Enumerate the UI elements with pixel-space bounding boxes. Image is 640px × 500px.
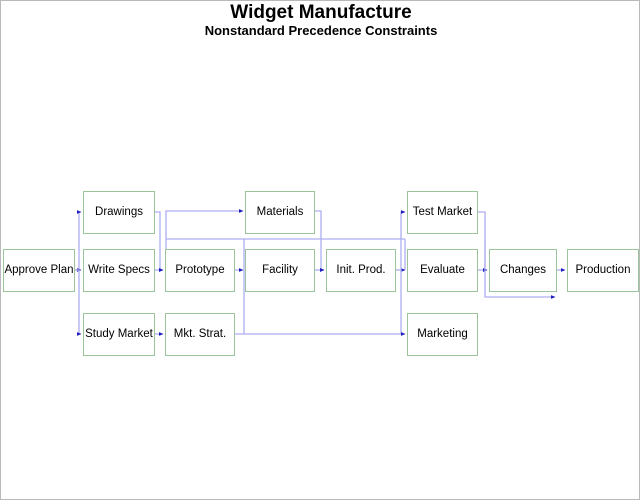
node-label: Approve Plan: [4, 264, 74, 277]
node-label: Drawings: [95, 206, 143, 219]
node-label: Mkt. Strat.: [173, 328, 227, 341]
node-label: Changes: [499, 264, 547, 277]
node-evaluate[interactable]: Evaluate: [407, 249, 478, 292]
edge-drawings-to-prototype: [155, 211, 164, 272]
edge-drawings-to-materials: [165, 209, 244, 239]
node-label: Facility: [262, 264, 298, 277]
page-title: Widget Manufacture: [230, 2, 412, 23]
node-facility[interactable]: Facility: [245, 249, 315, 292]
node-label: Evaluate: [420, 264, 465, 277]
node-label: Production: [575, 264, 631, 277]
node-label: Materials: [256, 206, 304, 219]
node-label: Prototype: [175, 264, 225, 277]
node-changes[interactable]: Changes: [489, 249, 557, 292]
node-approve-plan[interactable]: Approve Plan: [3, 249, 75, 292]
node-prototype[interactable]: Prototype: [165, 249, 235, 292]
node-test-market[interactable]: Test Market: [407, 191, 478, 234]
node-label: Init. Prod.: [336, 264, 386, 277]
edge-materials-to-init-prod: [315, 210, 325, 272]
edge-approve-plan-to-study-market: [75, 269, 82, 336]
node-materials[interactable]: Materials: [245, 191, 315, 234]
edge-test-market-to-changes: [478, 211, 488, 272]
node-label: Test Market: [412, 206, 473, 219]
node-marketing[interactable]: Marketing: [407, 313, 478, 356]
node-write-specs[interactable]: Write Specs: [83, 249, 155, 292]
node-mkt-strat[interactable]: Mkt. Strat.: [165, 313, 235, 356]
node-production[interactable]: Production: [567, 249, 639, 292]
edge-approve-plan-to-drawings: [75, 210, 82, 271]
edge-init-prod-to-test-market: [400, 210, 406, 270]
page-subtitle: Nonstandard Precedence Constraints: [204, 23, 438, 38]
node-label: Marketing: [417, 328, 468, 341]
node-drawings[interactable]: Drawings: [83, 191, 155, 234]
node-label: Write Specs: [88, 264, 150, 277]
node-init-prod[interactable]: Init. Prod.: [326, 249, 396, 292]
node-study-market[interactable]: Study Market: [83, 313, 155, 356]
node-label: Study Market: [85, 328, 153, 341]
